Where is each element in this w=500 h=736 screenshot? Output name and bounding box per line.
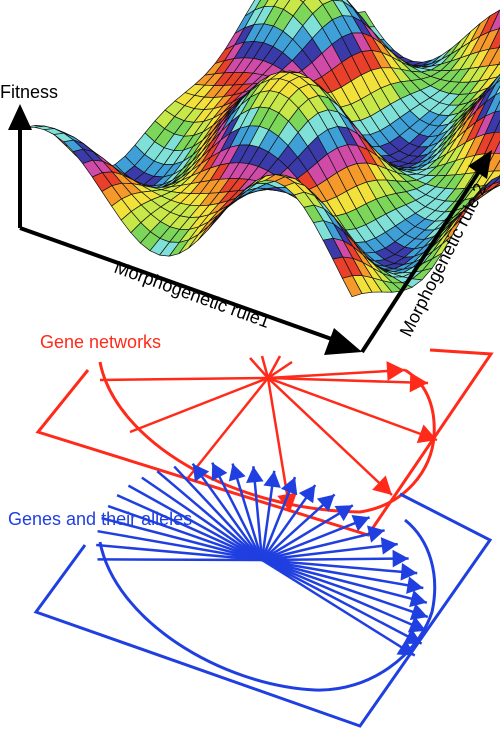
allele-arrow-head	[367, 525, 385, 543]
gene-network-arrow-head	[372, 475, 392, 495]
gene-network-spoke	[260, 355, 270, 379]
allele-arrow-head	[409, 590, 427, 608]
allele-spoke	[101, 516, 263, 562]
gene-network-spoke	[99, 376, 269, 382]
surface-patch	[495, 76, 500, 84]
allele-arrow-line	[261, 493, 336, 561]
rule2-arrowhead	[468, 150, 492, 179]
allele-arrow-line	[261, 558, 428, 604]
rule1-label: Morphogenetic rule1	[112, 257, 273, 332]
gene-network-spoke	[187, 377, 269, 479]
allele-arrow-head	[351, 515, 370, 532]
allele-arrow-head	[403, 628, 422, 645]
surface-patch	[493, 140, 500, 154]
genes-alleles-frame	[33, 492, 493, 728]
allele-arrow-line	[261, 558, 416, 657]
surface-patch	[494, 85, 500, 96]
surface-patch	[341, 275, 363, 298]
genes-alleles-plane	[33, 462, 493, 728]
allele-arrow-line	[261, 558, 418, 575]
allele-arrow-line	[261, 557, 409, 562]
allele-arrow-head	[192, 463, 210, 482]
allele-arrow-head	[334, 505, 353, 522]
gene-network-arrow-head	[277, 492, 297, 512]
gene-network-spoke	[267, 360, 293, 380]
gene-network-arrow-line	[267, 377, 393, 496]
allele-arrow-head	[407, 616, 427, 633]
allele-arrow-line	[261, 529, 385, 562]
gene-networks-label: Gene networks	[40, 332, 161, 352]
rule1-axis	[19, 226, 341, 344]
gene-network-arrow-line	[267, 368, 406, 380]
allele-spoke	[127, 484, 263, 562]
genes-alleles-label: Genes and their alleles	[8, 509, 192, 529]
allele-spoke	[141, 476, 263, 562]
allele-arrow-head	[392, 549, 409, 568]
allele-arrow-line	[261, 558, 424, 590]
allele-arrow-head	[316, 494, 335, 512]
genes-alleles-arrows	[96, 462, 429, 657]
allele-spoke	[116, 494, 263, 562]
allele-arrow-head	[280, 477, 298, 496]
gene-network-arrow-head	[409, 372, 428, 393]
allele-arrow-line	[211, 462, 264, 561]
fitness-arrowhead	[8, 104, 32, 130]
fitness-label: Fitness	[0, 82, 58, 102]
allele-arrow-line	[261, 504, 354, 562]
allele-arrow-head	[211, 462, 228, 481]
surface-patch	[494, 119, 500, 133]
allele-arrow-head	[396, 639, 415, 656]
gene-networks-plane	[35, 348, 494, 537]
genes-alleles-arc	[98, 518, 437, 692]
gene-network-spoke	[249, 357, 269, 379]
fitness-landscape-surface	[24, 0, 500, 298]
allele-arrow-head	[380, 537, 398, 555]
gene-network-arrow-head	[386, 361, 405, 381]
allele-arrow-line	[261, 558, 427, 632]
allele-spoke	[96, 543, 263, 562]
axes	[8, 104, 492, 355]
gene-networks-arrows	[99, 355, 438, 513]
allele-arrow-line	[261, 542, 398, 562]
gene-network-arrow-line	[267, 376, 438, 442]
allele-arrow-line	[231, 463, 264, 561]
surface-patch	[299, 0, 306, 3]
allele-arrow-head	[298, 485, 316, 504]
allele-arrow-head	[409, 603, 428, 621]
allele-spoke	[97, 558, 263, 562]
allele-spoke	[173, 465, 263, 561]
rule1-arrowhead	[324, 328, 362, 355]
surface-patch	[494, 100, 500, 113]
allele-arrow-head	[246, 466, 264, 484]
allele-arrow-head	[263, 470, 281, 488]
allele-arrow-line	[261, 516, 371, 562]
allele-arrow-head	[406, 576, 424, 594]
surface-patch	[493, 159, 500, 172]
allele-arrow-head	[228, 463, 246, 482]
allele-spoke	[156, 470, 263, 561]
gene-network-arrow-line	[267, 376, 429, 385]
gene-network-spoke	[129, 376, 269, 434]
allele-arrow-line	[261, 558, 423, 645]
gene-networks-arc	[98, 361, 436, 514]
gene-network-arrow-head	[416, 424, 437, 444]
gene-network-spoke	[266, 355, 282, 379]
allele-spoke	[107, 504, 263, 562]
allele-arrow-line	[261, 558, 429, 619]
rule2-axis	[360, 168, 482, 354]
allele-arrow-line	[191, 462, 264, 561]
allele-arrow-head	[400, 563, 418, 581]
allele-spoke	[97, 529, 263, 562]
